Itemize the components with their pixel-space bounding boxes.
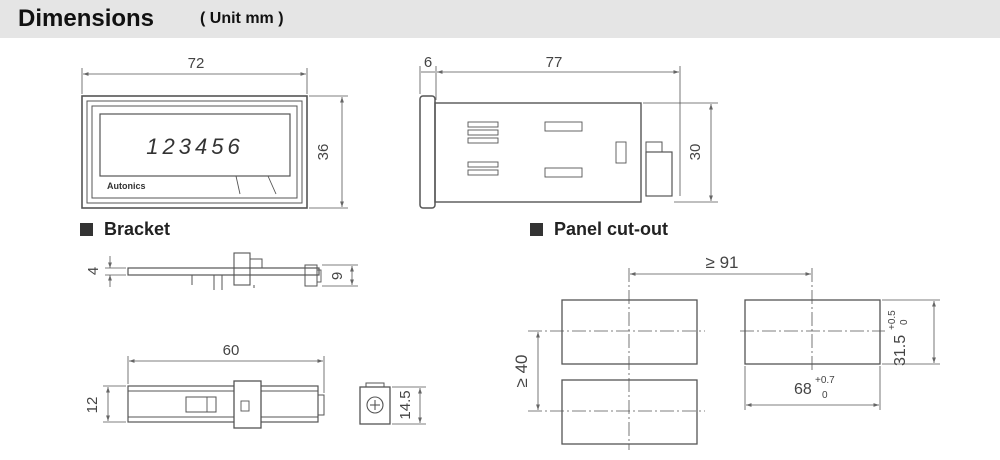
cutout-width-label: 68: [794, 381, 812, 398]
front-view: [81, 68, 348, 209]
square-bullet-icon: [530, 223, 543, 236]
front-width-label: 72: [188, 55, 205, 72]
pitch-vertical-label: ≥ 40: [512, 355, 531, 388]
side-depth-label: 77: [546, 54, 563, 71]
header-bar: Dimensions ( Unit mm ): [0, 0, 1000, 38]
cutout-height-tol-plus: +0.5: [887, 310, 898, 330]
bracket-length-label: 60: [223, 342, 240, 359]
panel-cutout-drawing: [528, 268, 940, 450]
cutout-height-dimension: 31.5 +0.5 0: [887, 310, 910, 366]
cutout-height-label: 31.5: [892, 335, 909, 366]
bracket-width-label: 12: [84, 397, 101, 414]
bracket-heading: Bracket: [80, 219, 170, 240]
cutout-height-tol-minus: 0: [899, 319, 910, 325]
cutout-width-tol-plus: +0.7: [815, 375, 835, 386]
side-front-depth-label: 6: [424, 54, 432, 71]
bracket-end-view: [359, 382, 426, 425]
front-height-label: 36: [315, 144, 332, 161]
bracket-right-height-label: 9: [329, 272, 346, 280]
page-title: Dimensions: [18, 5, 155, 32]
side-view: [419, 66, 718, 209]
cutout-width-tol-minus: 0: [822, 390, 828, 401]
panel-cutout-title: Panel cut-out: [554, 219, 669, 239]
bracket-title: Bracket: [104, 219, 171, 239]
side-height-label: 30: [687, 144, 704, 161]
bracket-side-view: [105, 252, 358, 290]
bracket-top-view: [103, 356, 325, 429]
unit-label: ( Unit mm ): [200, 10, 284, 27]
bracket-end-height-label: 14.5: [397, 390, 414, 419]
panel-cutout-heading: Panel cut-out: [530, 219, 668, 240]
brand-logo: Autonics: [107, 181, 146, 191]
bracket-left-height-label: 4: [85, 267, 102, 275]
display-digits: 123456: [146, 134, 243, 159]
square-bullet-icon: [80, 223, 93, 236]
pitch-horizontal-label: ≥ 91: [706, 253, 739, 272]
